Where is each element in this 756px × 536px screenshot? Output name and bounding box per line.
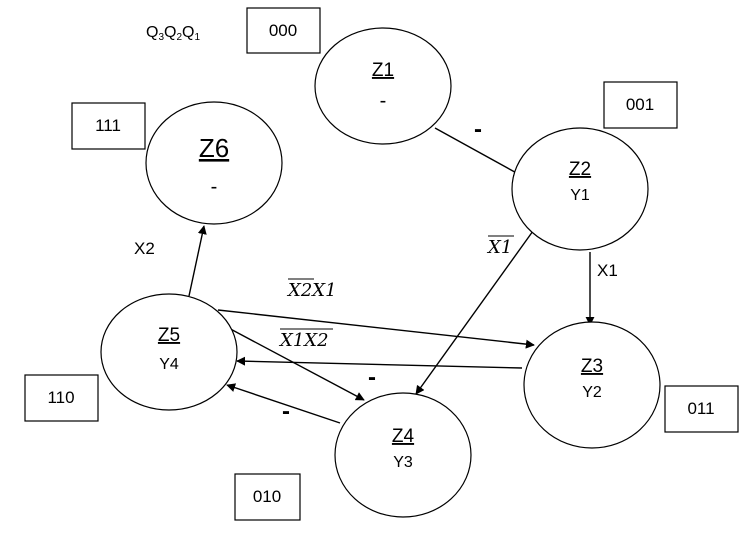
header-q2: Q xyxy=(164,24,176,41)
header-q3: Q xyxy=(146,24,158,41)
code-z2: 001 xyxy=(626,95,654,114)
label-z5-z3-part2: X1 xyxy=(310,280,336,301)
svg-text:X1X2: X1X2 xyxy=(278,330,329,351)
label-z3-z5-part2: X2 xyxy=(302,330,328,351)
label-z4-z5: - xyxy=(282,398,290,425)
code-box-z2: 001 xyxy=(603,81,678,129)
label-z2-z4: X1 xyxy=(486,237,512,258)
code-z6: 111 xyxy=(95,116,121,135)
state-z1-name: Z1 xyxy=(372,60,394,81)
edge-z2-z4 xyxy=(415,230,534,395)
label-z3-z5-group: X1X2 xyxy=(278,328,333,351)
state-code-header: Q3Q2Q1 xyxy=(146,24,200,43)
code-z1: 000 xyxy=(269,21,297,40)
state-z1: Z1 - xyxy=(314,27,452,145)
state-z6-output: - xyxy=(211,176,218,198)
state-z4-name: Z4 xyxy=(392,426,415,447)
edge-z5-z4 xyxy=(222,324,365,401)
code-box-z6: 111 xyxy=(71,102,146,150)
state-z1-output: - xyxy=(380,90,387,112)
label-z1-z2: - xyxy=(474,116,482,143)
code-z3: 011 xyxy=(687,399,714,418)
state-z6-name: Z6 xyxy=(199,133,229,163)
label-z5-z4: - xyxy=(368,364,376,391)
code-box-z4: 010 xyxy=(234,473,301,521)
edge-z3-z5 xyxy=(236,356,523,369)
state-z3-output: Y2 xyxy=(582,384,602,401)
label-z5-z6: X2 xyxy=(134,239,155,258)
label-z5-z3-group: X2X1 xyxy=(286,278,337,301)
header-q1-sub: 1 xyxy=(194,32,200,43)
state-z5-name: Z5 xyxy=(158,325,180,346)
edge-z4-z5 xyxy=(226,383,341,424)
edge-z5-z3 xyxy=(217,309,535,349)
header-q2-sub: 2 xyxy=(176,32,182,43)
code-z4: 010 xyxy=(253,487,281,506)
state-z2: Z2 Y1 xyxy=(511,127,649,251)
state-z2-output: Y1 xyxy=(570,187,590,204)
svg-text:Q3Q2Q1: Q3Q2Q1 xyxy=(146,24,200,43)
state-z2-name: Z2 xyxy=(569,159,591,180)
state-z3-name: Z3 xyxy=(581,356,603,377)
state-z4-output: Y3 xyxy=(393,454,413,471)
label-z2-z4-group: X1 xyxy=(486,235,514,258)
header-q1: Q xyxy=(182,24,194,41)
edge-z5-z6 xyxy=(188,225,207,297)
header-q3-sub: 3 xyxy=(158,32,164,43)
label-z3-z5-part1: X1 xyxy=(278,330,304,351)
state-z4: Z4 Y3 xyxy=(334,392,472,518)
svg-text:X2X1: X2X1 xyxy=(286,280,337,301)
label-z2-z3: X1 xyxy=(597,261,618,280)
state-z3: Z3 Y2 xyxy=(523,321,661,449)
code-box-z5: 110 xyxy=(24,374,99,422)
code-box-z3: 011 xyxy=(664,385,739,433)
label-z5-z3-part1: X2 xyxy=(286,280,312,301)
edge-z1-z2 xyxy=(434,127,523,177)
code-box-z1: 000 xyxy=(246,7,321,54)
state-z5: Z5 Y4 xyxy=(100,293,238,411)
code-z5: 110 xyxy=(47,388,74,407)
state-z6: Z6 - xyxy=(145,101,283,225)
state-z5-output: Y4 xyxy=(159,356,179,373)
